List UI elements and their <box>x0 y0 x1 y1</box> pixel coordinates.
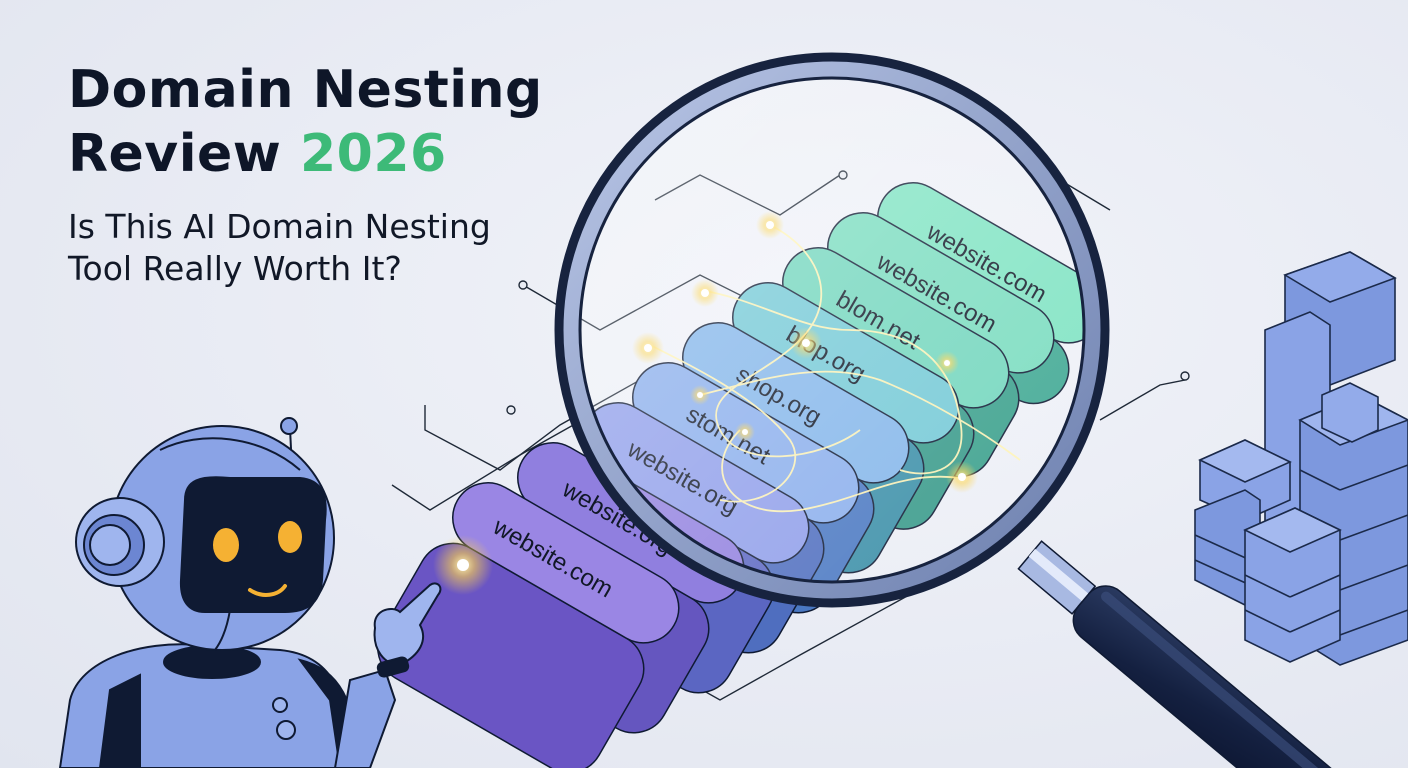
title-year: 2026 <box>299 124 447 184</box>
title-line-1: Domain Nesting <box>68 60 543 120</box>
robot-mascot-icon <box>58 417 442 768</box>
magnifying-glass-icon <box>554 52 1340 768</box>
subtitle-line-2: Tool Really Worth It? <box>68 249 402 288</box>
subtitle-line-1: Is This AI Domain Nesting <box>68 207 491 246</box>
subtitle: Is This AI Domain Nesting Tool Really Wo… <box>68 206 491 290</box>
page-title: Domain Nesting Review 2026 <box>68 58 543 186</box>
server-stack-icon <box>1194 251 1408 666</box>
title-line-2: Review <box>68 124 282 184</box>
